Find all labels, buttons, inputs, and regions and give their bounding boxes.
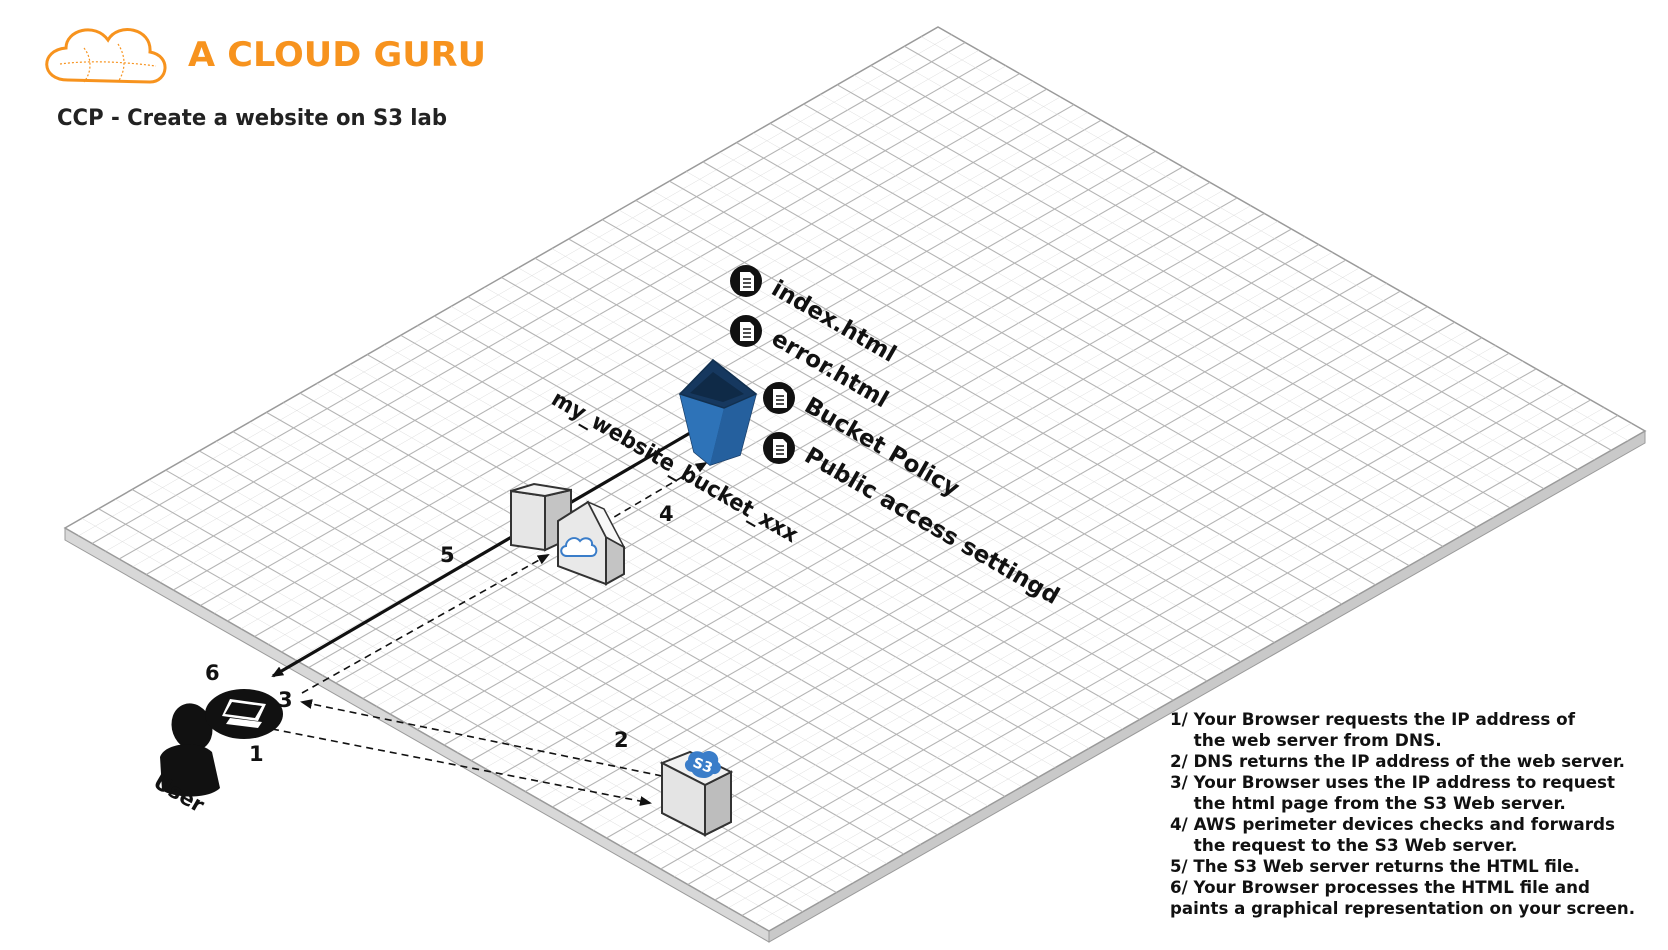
grid-line: [736, 142, 1444, 547]
flow-arrows: [271, 431, 708, 806]
step-number: 5: [440, 543, 455, 567]
user-icon: [160, 703, 220, 797]
arrow-step-1: [271, 728, 652, 806]
page-title: CCP - Create a website on S3 lab: [57, 106, 447, 131]
step-description: the html page from the S3 Web server.: [1170, 794, 1566, 814]
grid-line: [870, 65, 1578, 470]
grid-platform: [63, 26, 1647, 943]
file-icon: [730, 315, 762, 347]
s3-bucket-icon: [678, 358, 758, 466]
cloud-icon: [560, 537, 598, 557]
grid-line: [652, 190, 1359, 595]
grid-line: [769, 122, 1477, 528]
grid-line: [820, 94, 1528, 499]
grid-line: [741, 414, 1619, 916]
step-description: 1/ Your Browser requests the IP address …: [1170, 710, 1576, 730]
grid-line: [660, 368, 1537, 870]
step-number: 4: [659, 502, 674, 526]
file-icon: [763, 382, 795, 414]
step-number: 2: [614, 728, 629, 752]
brand-name: A CLOUD GURU: [188, 35, 486, 75]
grid-line: [565, 314, 1442, 815]
grid-line: [534, 257, 1241, 663]
arrow-step-5: [271, 431, 691, 678]
grid-line: [633, 352, 1510, 854]
step-description: 6/ Your Browser processes the HTML file …: [1170, 878, 1590, 898]
grid-line: [647, 360, 1523, 862]
grid-line: [470, 259, 1347, 761]
browser-laptop-icon: [205, 689, 283, 739]
grid-line: [538, 298, 1414, 800]
grid-line: [686, 171, 1393, 576]
grid-line: [457, 252, 1333, 753]
grid-line: [921, 36, 1629, 441]
step-description: 5/ The S3 Web server returns the HTML fi…: [1170, 857, 1580, 877]
grid-lines: [78, 34, 1632, 924]
steps-legend: 1/ Your Browser requests the IP address …: [1170, 710, 1635, 919]
grid-line: [669, 180, 1376, 586]
grid-line: [579, 321, 1455, 823]
grid-line: [714, 399, 1591, 901]
grid-line: [887, 55, 1595, 461]
grid-line: [430, 236, 1306, 738]
arrow-step-2: [300, 699, 663, 777]
arrow-step-4: [603, 461, 708, 524]
grid-line: [701, 391, 1578, 893]
grid-line: [416, 228, 1292, 730]
grid-line: [753, 132, 1460, 537]
step-description: 2/ DNS returns the IP address of the web…: [1170, 752, 1625, 772]
step-description: 3/ Your Browser uses the IP address to r…: [1170, 773, 1615, 793]
step-number: 3: [278, 688, 293, 712]
grid-line: [585, 229, 1292, 634]
grid-line: [803, 103, 1511, 509]
grid-line: [904, 45, 1612, 451]
s3-badge-label: S3: [691, 755, 715, 777]
step-number: 6: [205, 661, 220, 685]
grid-line: [719, 152, 1427, 557]
step-description: the request to the S3 Web server.: [1170, 836, 1517, 856]
grid-line: [601, 219, 1309, 624]
grid-line: [592, 329, 1469, 831]
step-number: 1: [249, 742, 264, 766]
grid-line: [552, 306, 1428, 808]
grid-line: [836, 84, 1545, 490]
grid-line: [702, 161, 1410, 567]
step-description: 4/ AWS perimeter devices checks and forw…: [1170, 815, 1615, 835]
step-numbers: 1 2 3 4 5 6: [205, 502, 674, 766]
grid-line: [755, 423, 1632, 924]
grid-line: [687, 383, 1564, 885]
step-description: the web server from DNS.: [1170, 731, 1442, 751]
grid-line: [497, 275, 1374, 777]
grid-line: [619, 345, 1496, 846]
cloud-logo-icon: [45, 28, 167, 84]
file-icon: [730, 265, 762, 297]
grid-line: [511, 283, 1387, 784]
grid-line: [551, 248, 1258, 653]
grid-line: [606, 337, 1483, 839]
grid-line: [484, 267, 1360, 769]
step-description: paints a graphical representation on you…: [1170, 899, 1635, 919]
grid-line: [443, 244, 1319, 746]
grid-line: [674, 376, 1550, 877]
grid-line: [525, 290, 1401, 792]
grid-line: [518, 267, 1224, 672]
file-icon: [763, 432, 795, 464]
grid-line: [853, 74, 1561, 480]
grid-line: [568, 238, 1275, 644]
perimeter-devices-icon: [510, 482, 626, 586]
s3-web-server-icon: S3: [659, 750, 734, 837]
grid-line: [786, 113, 1494, 518]
grid-line: [728, 407, 1605, 908]
